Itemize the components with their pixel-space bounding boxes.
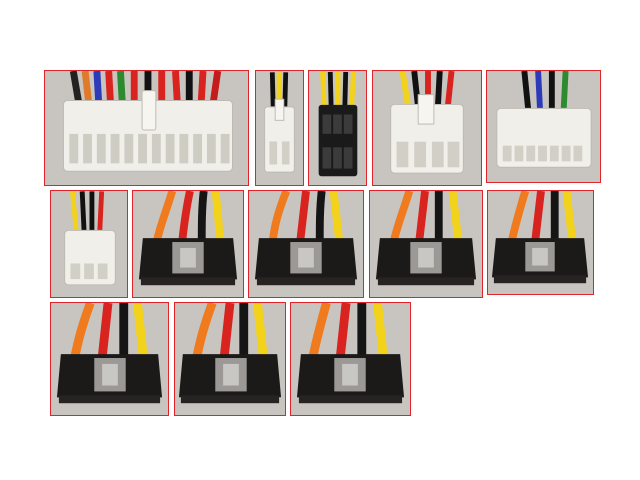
eps-8pin-photo: [308, 70, 367, 186]
atx-4pin-photo: [255, 70, 304, 186]
molex-4pin-connector: [51, 191, 127, 297]
eps-8pin-connector: [309, 71, 366, 185]
sata-connector-5-photo: [50, 302, 169, 416]
sata-connector-7-photo: [290, 302, 411, 416]
sata-connector-4: [488, 191, 593, 294]
pcie-6pin-photo: [372, 70, 482, 186]
sata-connector-2: [249, 191, 363, 297]
sata-connector-2-photo: [248, 190, 364, 298]
sata-connector-4-photo: [487, 190, 594, 295]
sata-connector-6-photo: [174, 302, 286, 416]
sata-connector-3-photo: [369, 190, 483, 298]
sata-connector-1: [133, 191, 243, 297]
sata-connector-7: [291, 303, 410, 415]
molex-4pin-photo: [50, 190, 128, 298]
sata-connector-5: [51, 303, 168, 415]
pcie-6pin-connector: [373, 71, 481, 185]
atx-24pin-connector: [45, 71, 248, 185]
sata-connector-3: [370, 191, 482, 297]
atx-24pin-photo: [44, 70, 249, 186]
pcie-8pin-connector: [487, 71, 600, 182]
atx-4pin-connector: [256, 72, 303, 184]
sata-connector-1-photo: [132, 190, 244, 298]
sata-connector-6: [175, 303, 285, 415]
pcie-8pin-photo: [486, 70, 601, 183]
